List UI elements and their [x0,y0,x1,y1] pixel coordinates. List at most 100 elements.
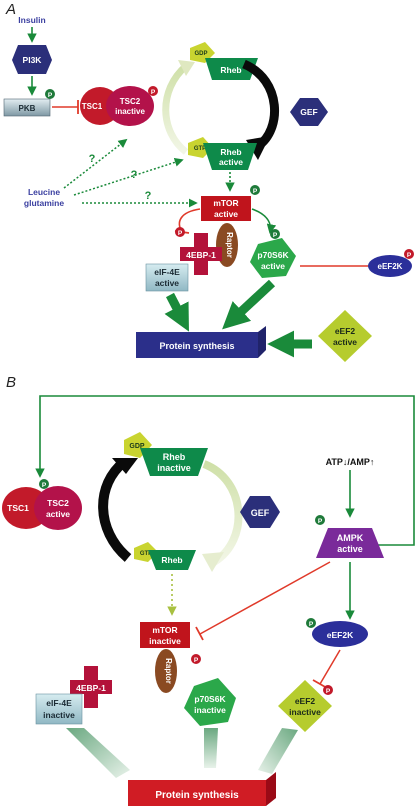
cycle-arrow-left-b [98,458,132,562]
eef2-label-b: eEF2 [295,696,316,706]
tsc1-label: TSC1 [82,102,103,111]
tsc2-node-b [34,486,82,530]
eef2k-phospho-label-b: P [309,621,314,628]
gdp-label-a: GDP [194,51,207,57]
ebp1-node-b [70,666,112,708]
eef2-phospho-b [323,685,333,695]
ebp1-phospho-a [175,227,185,237]
eef2k-node-b [312,621,368,647]
p70-label-a: p70S6K [257,250,289,260]
protein-synthesis-label-b: Protein synthesis [155,790,239,801]
tsc2-phospho-label: P [151,89,156,96]
eef2k-phospho-b [306,618,316,628]
ampk-phospho [315,515,325,525]
p70-state-b: inactive [194,705,226,715]
arrow-p70-protein [222,279,276,330]
arrow-leucine-tsc [63,138,128,189]
gtp-label-b: GTP [140,551,152,557]
faded-arrow-p70-protein [204,728,218,768]
tsc2-state-label: inactive [115,107,145,116]
gef-node-b [240,496,280,528]
panel-label-a: A [5,1,16,18]
eif-active-node [145,263,189,292]
rheb-node-b [148,550,196,570]
question-3: ? [145,190,152,202]
mtor-state-a: active [214,209,238,219]
gef-node-a [290,98,328,126]
tsc1-label-b: TSC1 [7,503,29,513]
p70-inactive-node [184,678,236,726]
raptor-label-b: Raptor [164,658,173,684]
pkb-node [3,98,51,117]
gdp-label-b: GDP [129,443,145,450]
rheb-label-b: Rheb [161,555,182,565]
protein-synthesis-a [136,332,258,358]
glutamine-label: glutamine [24,198,64,208]
rheb-active-label: Rheb [220,147,241,157]
tsc2-state-b: active [46,509,70,519]
protein-synthesis-label-a: Protein synthesis [159,341,234,351]
mtor-phospho-a [250,185,260,195]
tsc-phospho-label-b: P [42,482,47,489]
rheb-active-node [203,143,257,170]
cycle-arrow-left-a [162,63,189,155]
arrow-ampk-tsc [35,395,415,546]
ebp1-label-a: 4EBP-1 [186,250,216,260]
eif-inactive-node [35,693,83,725]
question-2: ? [131,169,138,181]
p70-active-node [250,238,296,278]
tsc2-label: TSC2 [120,97,141,106]
panel-label-b: B [6,374,16,391]
eef2-phospho-label-b: P [326,688,331,695]
arrow-eif-protein [164,292,189,332]
eef2k-label-a: eEF2K [378,262,403,271]
ebp1-node-a [180,233,222,275]
pi3k-label: PI3K [23,55,43,65]
atp-amp-label: ATP↓/AMP↑ [326,457,375,467]
ebp1-label-b: 4EBP-1 [76,683,106,693]
eif-label-a: eIF-4E [154,267,180,277]
rheb-inactive-node-b [140,448,208,476]
faded-arrow-eif-protein [66,728,130,778]
eef2-active-node [318,310,372,362]
eef2-inactive-node [278,680,332,732]
ampk-label: AMPK [337,533,364,543]
cycle-arrow-right-b [202,460,243,566]
mtor-phospho-b [191,654,201,664]
tsc2-node [106,86,154,126]
tsc2-phospho [148,86,158,96]
arrow-leucine-rheb [73,157,184,196]
ampk-phospho-label: P [318,518,323,525]
mtor-label-b: mTOR [152,625,177,635]
inhibit-eef2k-eef2 [319,649,341,685]
eef2k-phospho-a [404,249,414,259]
p70-phospho-a [270,229,280,239]
p70-phospho-label-a: P [273,232,278,239]
eif-state-b: inactive [43,710,75,720]
mtor-label-a: mTOR [213,198,238,208]
rheb-label-a: Rheb [220,65,241,75]
ampk-node [316,528,384,558]
eef2k-phospho-label-a: P [407,252,412,259]
eef2-label-a: eEF2 [335,326,356,336]
eef2-state-a: active [333,337,357,347]
eef2k-node-a [368,255,412,277]
mtor-phospho-label-a: P [253,188,258,195]
pi3k-node [12,45,52,74]
raptor-node-b [155,649,177,693]
faded-arrow-eef2-protein [258,728,298,774]
gdp-node-a [190,42,215,63]
ampk-state: active [337,544,363,554]
eif-state-a: active [155,278,179,288]
question-1: ? [89,153,96,165]
mtor-state-b: inactive [149,636,181,646]
gtp-label-a: GTP [194,146,206,152]
raptor-label-a: Raptor [225,232,234,258]
mtor-active-node [201,196,251,221]
rheb-inactive-label-b: Rheb [163,452,186,462]
rheb-active-state: active [219,157,243,167]
protein-synthesis-b [128,780,266,806]
insulin-label: Insulin [18,15,45,25]
mtor-phospho-label-b: P [194,657,199,664]
